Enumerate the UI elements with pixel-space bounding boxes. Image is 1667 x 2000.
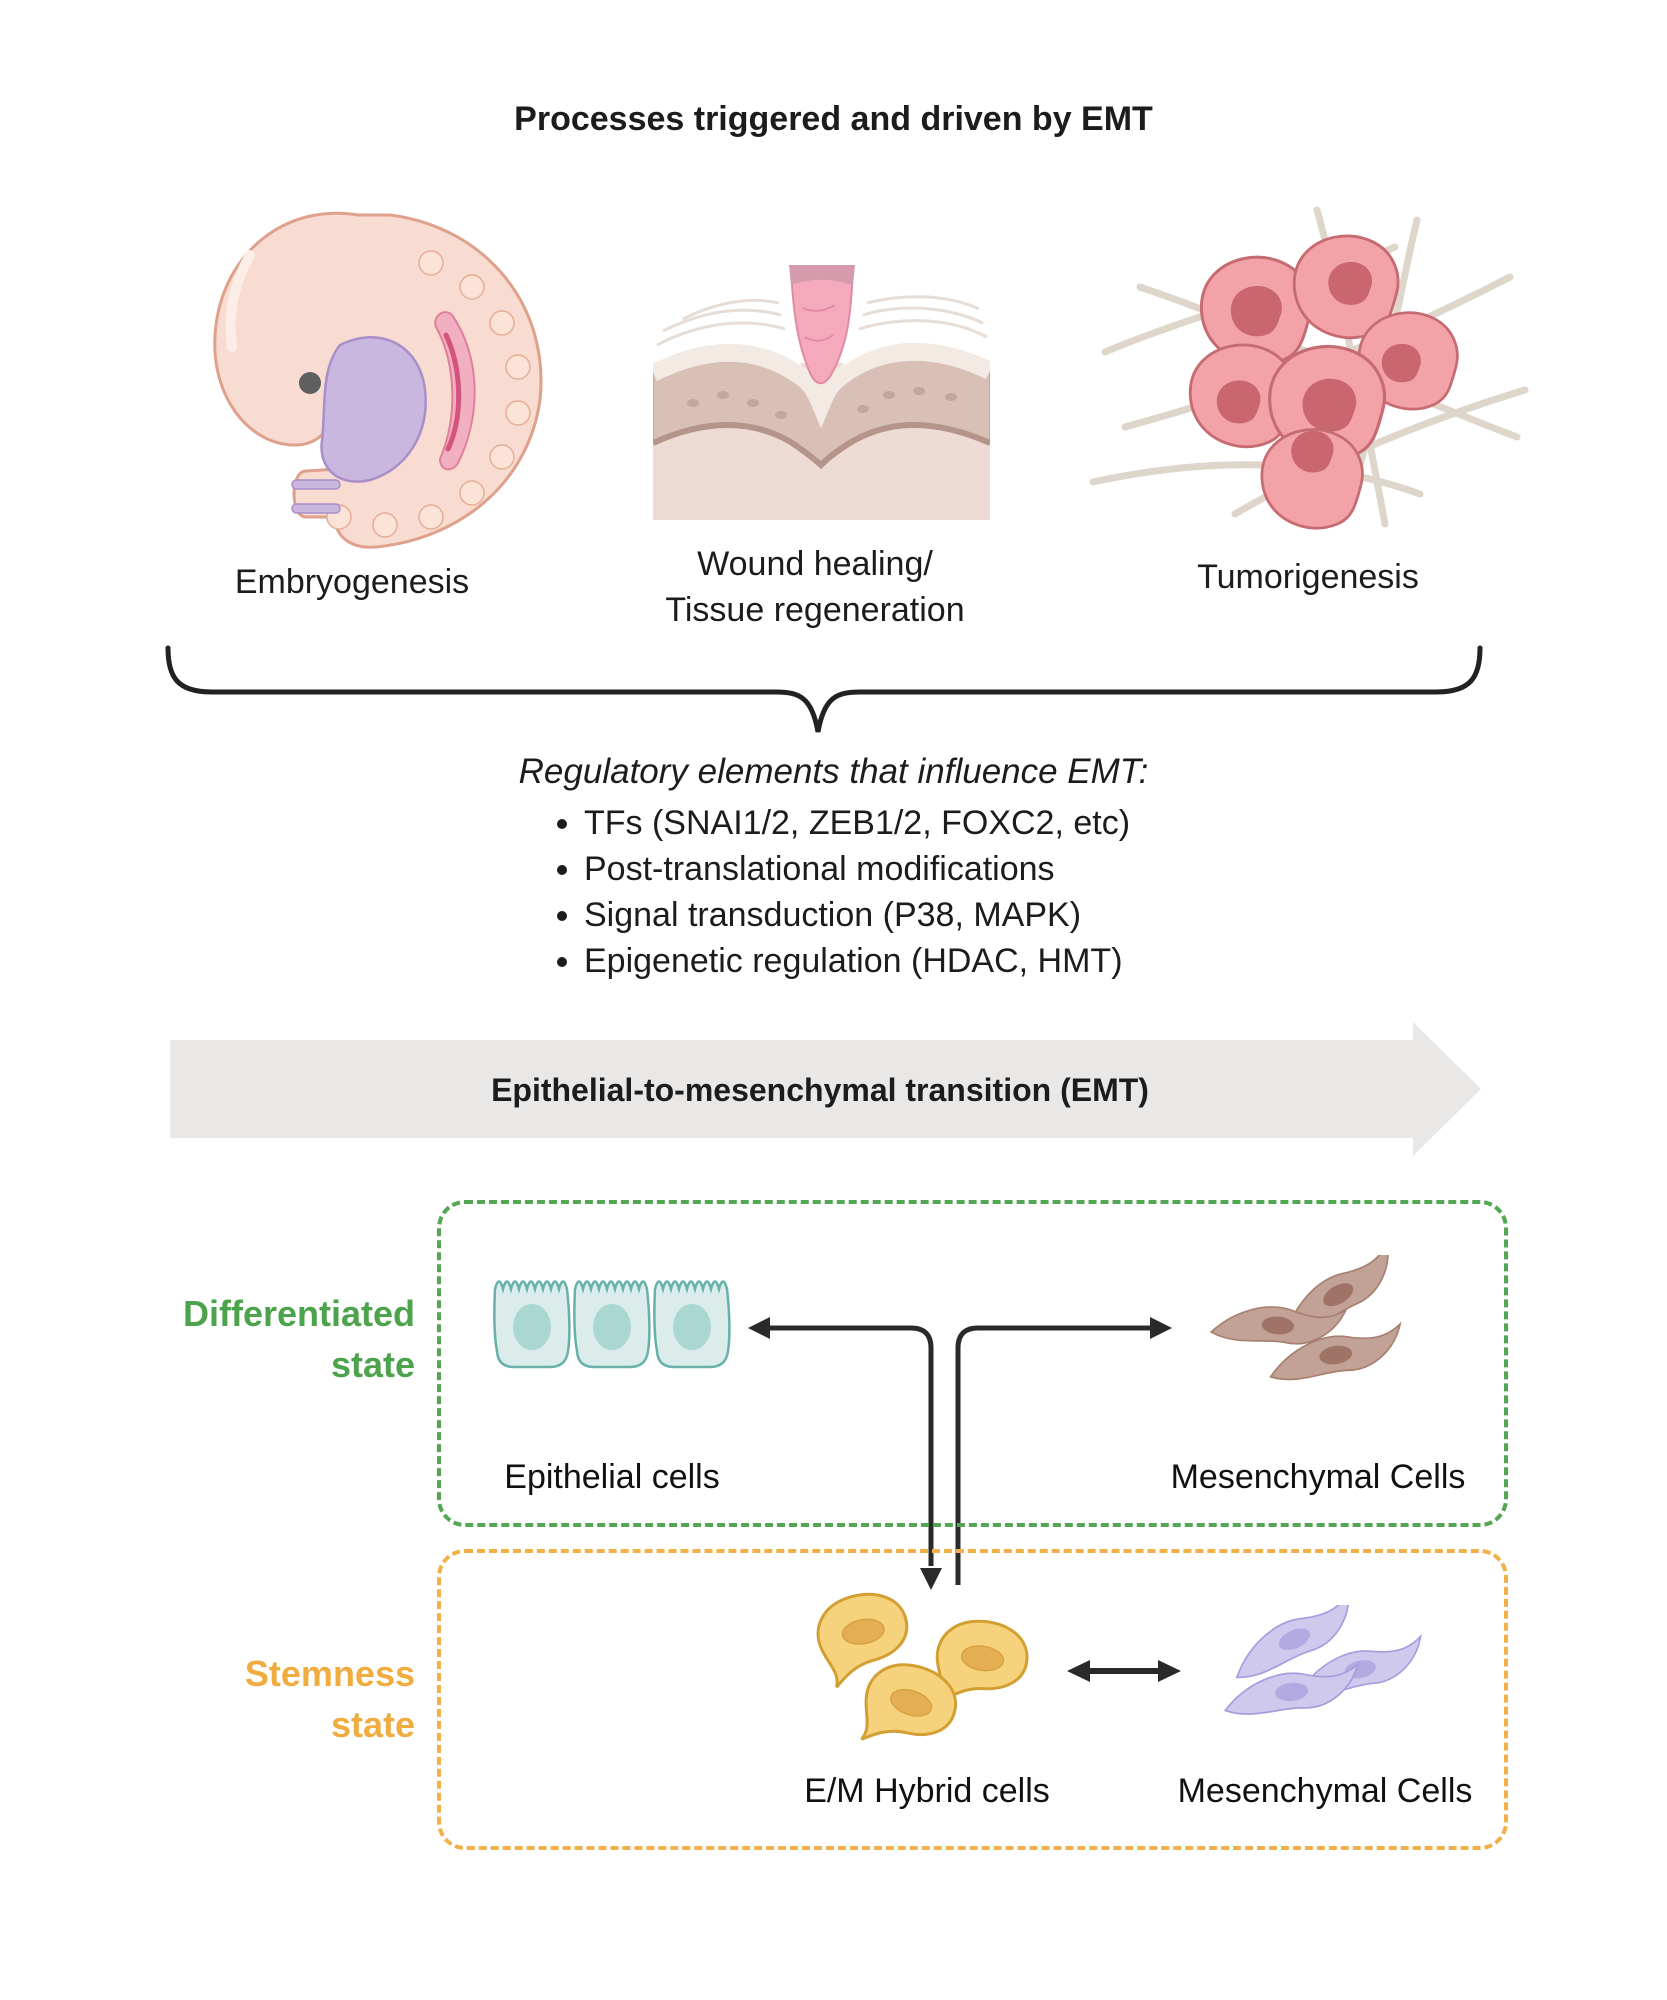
epithelial-cells-illustration (493, 1280, 731, 1369)
regulatory-item: TFs (SNAI1/2, ZEB1/2, FOXC2, etc) (584, 800, 1130, 846)
epidermis-cells-texture (687, 387, 957, 419)
tumor-cells (1188, 234, 1459, 530)
hybrid-cells-illustration (816, 1593, 1029, 1741)
regulatory-item: Epigenetic regulation (HDAC, HMT) (584, 938, 1130, 984)
stemness-state-box (437, 1549, 1508, 1850)
tumor-illustration (1089, 206, 1529, 530)
stemness-state-label: Stemness state (244, 1653, 415, 1745)
regulatory-list: TFs (SNAI1/2, ZEB1/2, FOXC2, etc) Post-t… (540, 800, 1130, 984)
wound-healing-illustration (653, 265, 990, 520)
double-headed-arrow-icon (1067, 1660, 1181, 1682)
emt-arrow-shape (170, 1022, 1481, 1156)
mesenchymal-cells-label-top: Mesenchymal Cells (1170, 1458, 1466, 1496)
caption-embryogenesis: Embryogenesis (234, 563, 470, 601)
connector-hybrid-mesenchymal-icon (955, 1325, 1154, 1585)
caption-wound-healing: Wound healing/ Tissue regeneration (665, 545, 965, 629)
wound-plug (789, 268, 855, 385)
embryo-somites (326, 250, 531, 538)
connector-epithelial-hybrid-icon (762, 1325, 934, 1566)
regulatory-heading: Regulatory elements that influence EMT: (518, 752, 1149, 791)
caption-tumorigenesis: Tumorigenesis (1197, 558, 1419, 596)
differentiated-state-label: Differentiated state (182, 1293, 415, 1385)
embryo-eye (299, 372, 321, 394)
mesenchymal-cells-brown-illustration (1209, 1255, 1402, 1381)
regulatory-item: Signal transduction (P38, MAPK) (584, 892, 1130, 938)
embryo-illustration (213, 211, 543, 549)
skin-flake-lines (656, 295, 988, 347)
page-title: Processes triggered and driven by EMT (514, 100, 1153, 138)
regulatory-item: Post-translational modifications (584, 846, 1130, 892)
emt-arrow-label: Epithelial-to-mesenchymal transition (EM… (491, 1072, 1149, 1108)
epithelial-cells-label: Epithelial cells (504, 1458, 720, 1496)
curly-brace-icon (165, 645, 1483, 733)
mesenchymal-cells-purple-illustration (1223, 1605, 1422, 1715)
hybrid-cells-label: E/M Hybrid cells (804, 1772, 1050, 1810)
differentiated-state-box (437, 1200, 1508, 1527)
mesenchymal-cells-label-bottom: Mesenchymal Cells (1177, 1772, 1473, 1810)
